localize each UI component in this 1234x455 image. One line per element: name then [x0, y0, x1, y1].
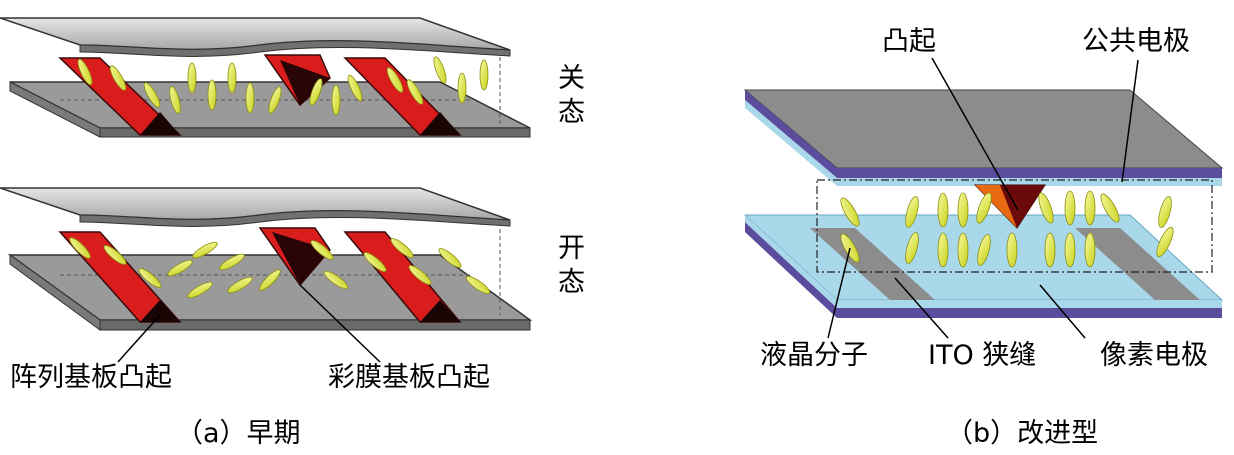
panel-a-off-state — [0, 17, 531, 138]
pointer-cf-bump — [299, 284, 381, 363]
cell-boundary — [816, 179, 1213, 273]
pointer-common-electrode — [1121, 59, 1139, 183]
label-ito-slit: ITO 狭缝 — [928, 340, 1037, 371]
label-liquid-crystal: 液晶分子 — [760, 340, 868, 371]
pointer-bump — [931, 57, 1019, 211]
ito-slit-2 — [1075, 228, 1200, 300]
pointer-pixel-electrode — [1039, 284, 1086, 339]
lc-molecules-off — [77, 56, 489, 116]
panel-a-on-state — [0, 187, 533, 331]
label-state-off: 关态 — [558, 63, 585, 128]
panel-b-improved — [743, 89, 1224, 318]
array-bump-on-2 — [343, 231, 462, 323]
label-pixel-electrode: 像素电极 — [1100, 340, 1208, 371]
pointer-liquid-crystal — [827, 247, 851, 339]
array-bump-off-2 — [343, 57, 462, 136]
label-state-on: 开态 — [558, 233, 585, 298]
lc-molecules-on — [69, 237, 491, 299]
label-array-bump: 阵列基板凸起 — [10, 362, 172, 393]
label-cf-bump: 彩膜基板凸起 — [328, 362, 490, 393]
caption-a: （a）早期 — [176, 418, 301, 449]
pointer-array-bump — [117, 314, 161, 363]
pointer-ito-slit — [894, 277, 949, 339]
ito-slit-1 — [810, 228, 935, 300]
label-bump: 凸起 — [882, 26, 936, 57]
caption-b: （b）改进型 — [946, 418, 1099, 449]
label-common-electrode: 公共电极 — [1082, 26, 1190, 57]
